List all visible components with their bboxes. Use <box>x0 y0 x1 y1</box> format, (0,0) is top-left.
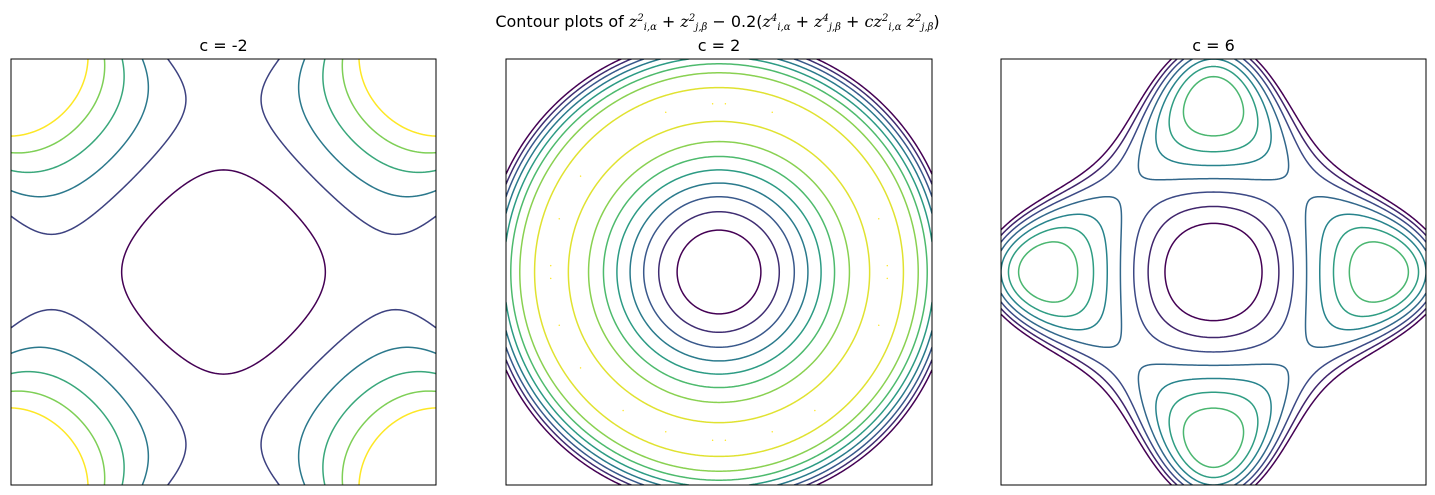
plot-frame <box>505 58 933 486</box>
contour-level-4 <box>1001 59 1426 485</box>
figure-title: Contour plots of z2i,α + z2j,β − 0.2(z4i… <box>0 8 1435 39</box>
plot-frame <box>10 58 437 486</box>
contour-level-3 <box>11 59 436 485</box>
contour-level-5 <box>11 59 436 485</box>
contour-level-9 <box>549 102 889 442</box>
panel-title: c = 2 <box>698 36 741 55</box>
contour-lines <box>506 59 932 485</box>
contour-lines <box>1001 59 1426 485</box>
contour-level-4 <box>506 59 932 485</box>
panel-c-minus-2: c = -2 <box>10 36 437 486</box>
panel-title: c = 6 <box>1192 36 1235 55</box>
figure-title-prefix: Contour plots of <box>495 12 629 31</box>
contour-level-2 <box>1001 59 1426 485</box>
contour-level-7 <box>1017 75 1410 469</box>
contour-level-8 <box>533 86 905 458</box>
contour-level-2 <box>506 59 932 485</box>
panel-c-2: c = 2 <box>505 36 933 486</box>
figure-title-formula: z2i,α + z2j,β − 0.2(z4i,α + z4j,β + cz2i… <box>628 12 940 33</box>
contour-level-3 <box>1001 59 1426 485</box>
contour-level-5 <box>1001 59 1426 485</box>
contour-level-5 <box>506 59 932 485</box>
contour-level-1 <box>506 59 932 485</box>
plot-frame <box>1000 58 1427 486</box>
contour-level-1 <box>120 169 327 375</box>
panel-c-6: c = 6 <box>1000 36 1427 486</box>
contour-level-4 <box>11 59 436 485</box>
contour-level-1 <box>1001 59 1426 485</box>
contour-level-3 <box>506 59 932 485</box>
contour-level-6 <box>510 63 928 481</box>
contour-level-6 <box>1007 65 1420 479</box>
contour-level-7 <box>519 72 919 472</box>
contour-lines <box>11 59 436 485</box>
panel-title: c = -2 <box>199 36 247 55</box>
contour-level-2 <box>11 59 436 485</box>
contour-level-6 <box>11 59 436 485</box>
